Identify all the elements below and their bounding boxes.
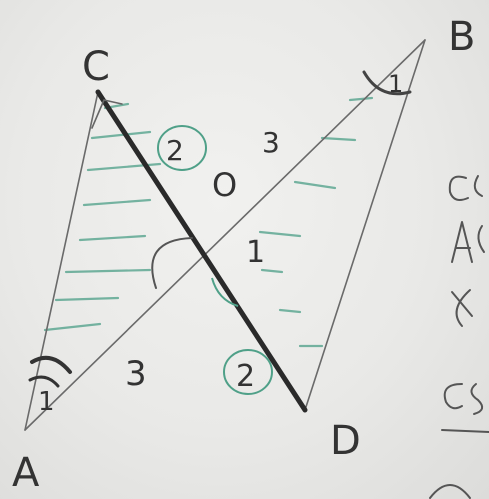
vertex-label-o: O <box>212 166 237 204</box>
vertex-label-b: B <box>448 14 475 60</box>
vertex-label-c: C <box>82 44 110 90</box>
segment-ab <box>24 39 426 431</box>
segment-label-ao: 3 <box>125 354 147 394</box>
angle-arc-o <box>151 237 193 289</box>
segment-label-od: 2 <box>236 359 255 394</box>
triangle-lines <box>24 39 426 431</box>
angle-label-b: 1 <box>388 70 403 98</box>
segment-label-co: 2 <box>166 134 184 167</box>
segment-label-ob: 3 <box>262 126 280 159</box>
vertex-label-a: A <box>12 450 40 496</box>
angle-arc-a-inner <box>28 375 60 388</box>
teal-circles <box>157 125 273 395</box>
segment-cd <box>95 89 308 413</box>
segment-bd <box>304 39 426 411</box>
angle-mark-c <box>91 99 123 129</box>
segment-ca <box>24 91 99 431</box>
angle-marks <box>28 70 412 388</box>
angle-arc-b <box>362 70 412 96</box>
angle-arc-a <box>30 355 72 374</box>
hatch-left <box>43 102 162 332</box>
angle-label-a: 1 <box>38 387 55 417</box>
cropped-notes <box>429 175 489 499</box>
hatch-right <box>258 96 374 348</box>
vertex-label-d: D <box>330 418 361 464</box>
angle-label-o: 1 <box>246 235 265 270</box>
